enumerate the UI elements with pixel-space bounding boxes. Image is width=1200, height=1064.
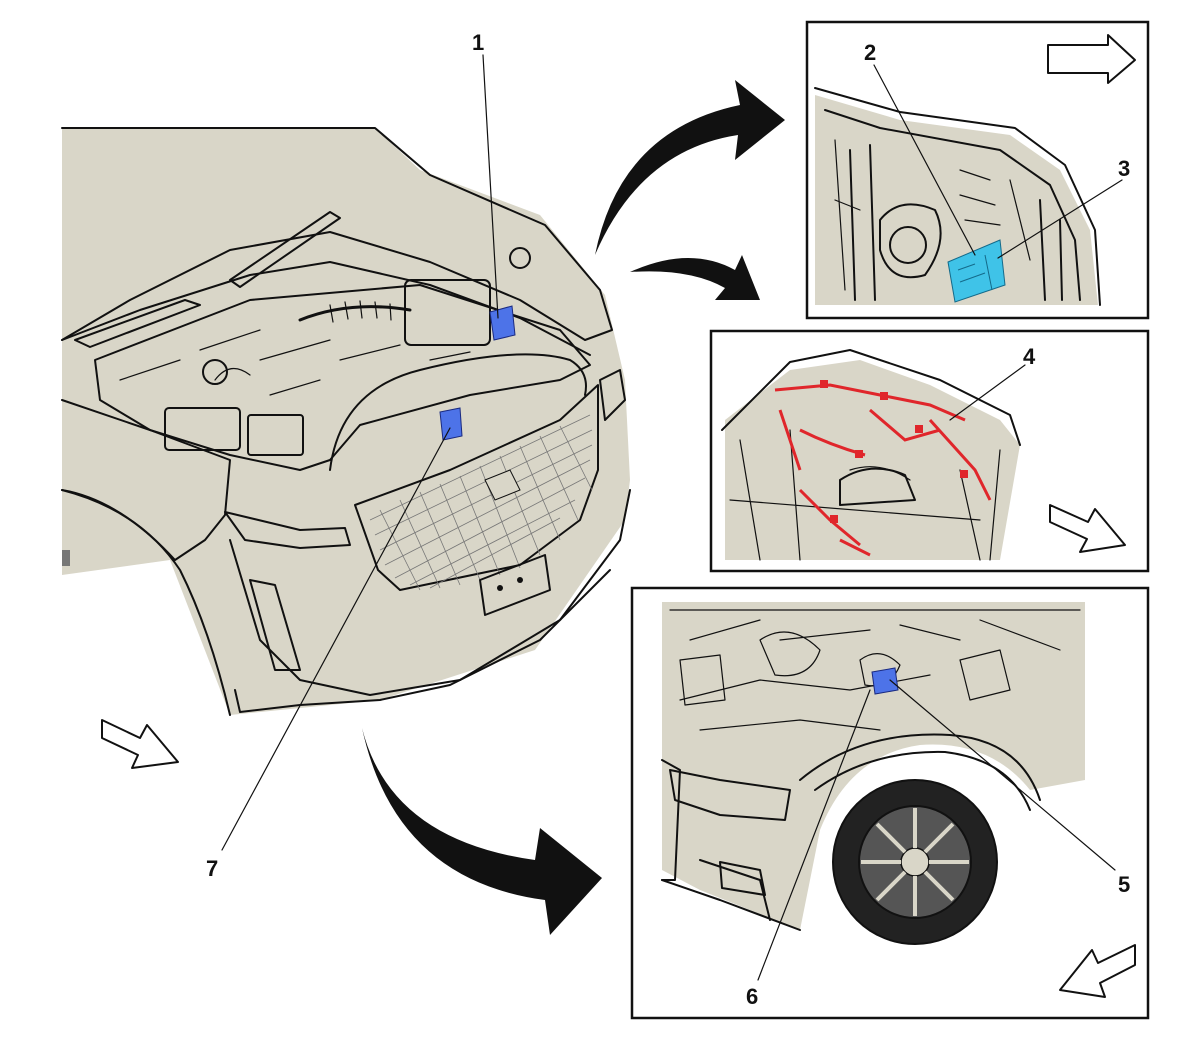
- inset-lower-highlighted-module: [871, 667, 899, 695]
- battery: [247, 414, 304, 456]
- callout-1: 1: [472, 30, 484, 55]
- air-intake-hose-ribs: [329, 300, 392, 323]
- callout-6: 6: [746, 984, 758, 1009]
- inset-middle-body-lines: [729, 429, 1001, 561]
- grille-mesh: [369, 414, 593, 591]
- inset-lower-grille-edge: [661, 759, 681, 881]
- inset-view-upper: 2 3: [805, 20, 1150, 320]
- highlighted-module-7: [439, 407, 463, 441]
- inset-upper-inner-edge: [824, 109, 1081, 301]
- inset-lower-engine-bay: [669, 609, 1081, 731]
- leader-line-5: [889, 679, 1116, 871]
- inset-upper-module-detail: [957, 254, 993, 291]
- inset-upper-highlighted-module: [947, 239, 1006, 303]
- curved-arrow-middle-icon: [630, 255, 760, 300]
- callout-5: 5: [1118, 872, 1130, 897]
- main-vehicle-view: [61, 127, 631, 716]
- callout-2: 2: [864, 40, 876, 65]
- reservoir-cap: [202, 359, 228, 385]
- headlamp-left: [224, 511, 351, 549]
- leader-line-7: [221, 427, 451, 851]
- leader-line-1: [482, 54, 499, 319]
- open-hood: [61, 127, 613, 341]
- reservoir-cap-2: [509, 247, 531, 269]
- inset-lower-background: [662, 602, 1085, 930]
- inset-middle-hood-edge: [721, 349, 1021, 446]
- inset-upper-background: [815, 95, 1098, 305]
- inset-lower-fog-lamp: [719, 861, 766, 896]
- inset-middle-background: [725, 360, 1020, 560]
- callout-3: 3: [1118, 156, 1130, 181]
- direction-arrow-lower-icon: [1059, 944, 1136, 998]
- inset-middle-strut-tower: [839, 467, 916, 506]
- inset-lower-headlamp: [669, 769, 791, 821]
- leader-line-6: [757, 689, 871, 981]
- inset-upper-frame-rail: [849, 144, 1063, 301]
- fog-lamp-bezel: [249, 579, 301, 671]
- bumper-lower-lip: [234, 569, 611, 713]
- direction-arrow-middle-icon: [1049, 504, 1126, 553]
- engine-detail-lines: [119, 329, 471, 396]
- fender-badge: [62, 550, 70, 566]
- wiper-arm-right: [229, 211, 341, 288]
- front-bumper: [229, 489, 631, 696]
- curved-arrow-top-icon: [595, 80, 785, 255]
- headlamp-right: [599, 369, 626, 421]
- inset-lower-fender: [799, 733, 1041, 801]
- inset-lower-rim-spokes: [861, 808, 969, 916]
- plate-hole-2: [517, 577, 523, 583]
- inset-upper-strut-tower: [879, 203, 942, 279]
- direction-arrow-upper-icon: [1047, 34, 1136, 84]
- inset-view-middle: 4: [709, 329, 1150, 573]
- grille-emblem: [484, 469, 521, 501]
- leader-line-3: [997, 179, 1123, 259]
- inset-lower-fender-liner: [814, 750, 1031, 811]
- license-plate-bracket: [479, 554, 551, 616]
- leader-line-2: [873, 64, 976, 256]
- direction-arrow-main-icon: [101, 719, 179, 769]
- inset-view-lower: 5 6: [630, 586, 1150, 1020]
- wheel-arch: [61, 489, 231, 716]
- inset-lower-engine-parts: [679, 631, 1011, 706]
- front-grille: [354, 384, 599, 591]
- inset-lower-hub: [900, 847, 930, 877]
- inset-upper-hood-edge: [814, 87, 1101, 306]
- curved-arrow-bottom-icon: [362, 728, 602, 935]
- air-intake-hose: [298, 305, 412, 322]
- radiator-support-harness: [329, 353, 587, 471]
- plate-hole-1: [497, 585, 503, 591]
- highlighted-module-1: [489, 305, 516, 341]
- leader-line-4: [949, 364, 1026, 421]
- wiper-arm-left: [74, 299, 201, 348]
- callout-4: 4: [1023, 344, 1036, 369]
- inset-upper-details: [834, 139, 1031, 291]
- callout-7: 7: [206, 856, 218, 881]
- inset-upper-strut-cap: [889, 226, 927, 264]
